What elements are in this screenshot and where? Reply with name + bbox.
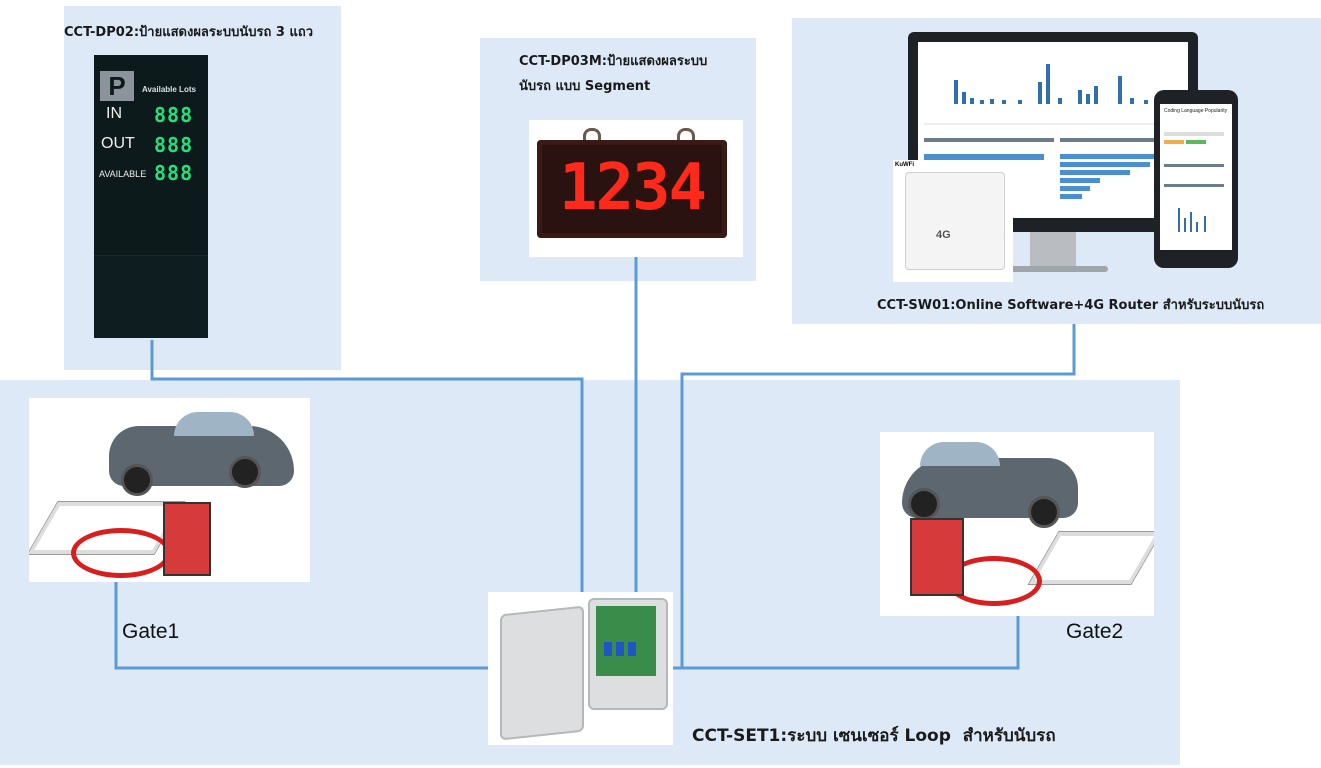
router-brand: KuWFi [895,162,914,168]
car-wheel [908,488,940,520]
enclosure-door [500,605,584,741]
monitor-stand [1030,232,1076,268]
phone-image: Coding Language Popularity [1154,90,1238,268]
controller-pcb [596,606,656,676]
loop-detector [910,518,964,596]
wire-sw01-to-controller [680,324,1076,668]
router-image: KuWFi 4G [893,160,1013,282]
phone-screen: Coding Language Popularity [1160,104,1232,250]
router-device: 4G [905,172,1005,270]
dashboard-chart [924,54,1182,199]
loop-cable-coil [71,528,171,578]
gate2-image [880,432,1154,616]
loop-frame [1028,532,1154,584]
router-4g-label: 4G [936,229,951,241]
hook-right [677,128,695,141]
gate1-image [29,398,310,582]
sign-row-in-label: IN [106,105,122,122]
gate1-label: Gate1 [122,620,180,643]
relay [616,642,624,656]
wire-gate2-to-controller [672,616,1020,670]
sign-row-available-label: AVAILABLE [99,169,147,179]
sign-row-in-digits: 888 [154,103,194,127]
dp02-caption: CCT-DP02:ป้ายแสดงผลระบบนับรถ 3 แถว [64,25,314,40]
car-wheel [229,456,261,488]
set1-caption: CCT-SET1:ระบบ เซนเซอร์ Loop สำหรับนับรถ [692,726,1056,746]
dp03m-caption-line1: CCT-DP03M:ป้ายแสดงผลระบบ [519,54,708,69]
monitor-stand-base [1000,266,1108,272]
car-windshield [920,442,1000,466]
dashboard-screen [918,42,1188,218]
loop-detector [163,502,211,576]
car-windshield [174,412,254,436]
segment-display: 1234 [537,140,727,238]
sign-row-available-digits: 888 [154,161,194,185]
controller-box-image [488,592,673,745]
relay [628,642,636,656]
sign-row-out-digits: 888 [154,133,194,157]
sw01-caption: CCT-SW01:Online Software+4G Router สำหรั… [877,298,1265,313]
relay [604,642,612,656]
sign-row-out-label: OUT [101,135,135,152]
parking-logo: P [100,71,134,101]
dp02-sign-image: P Available Lots IN 888 OUT 888 AVAILABL… [94,55,208,338]
dp03m-caption-line2: นับรถ แบบ Segment [519,79,651,94]
wire-dp02-to-controller [150,340,584,592]
segment-digits: 1234 [558,151,707,225]
car-wheel [121,464,153,496]
wire-gate1-to-controller [114,582,488,670]
phone-title: Coding Language Popularity [1164,108,1228,114]
sign-title: Available Lots [142,85,196,94]
sign-lower-panel [94,255,208,338]
car-wheel [1028,496,1060,528]
gate2-label: Gate2 [1066,620,1124,643]
phone-chart [1164,132,1224,232]
hook-left [583,128,601,141]
